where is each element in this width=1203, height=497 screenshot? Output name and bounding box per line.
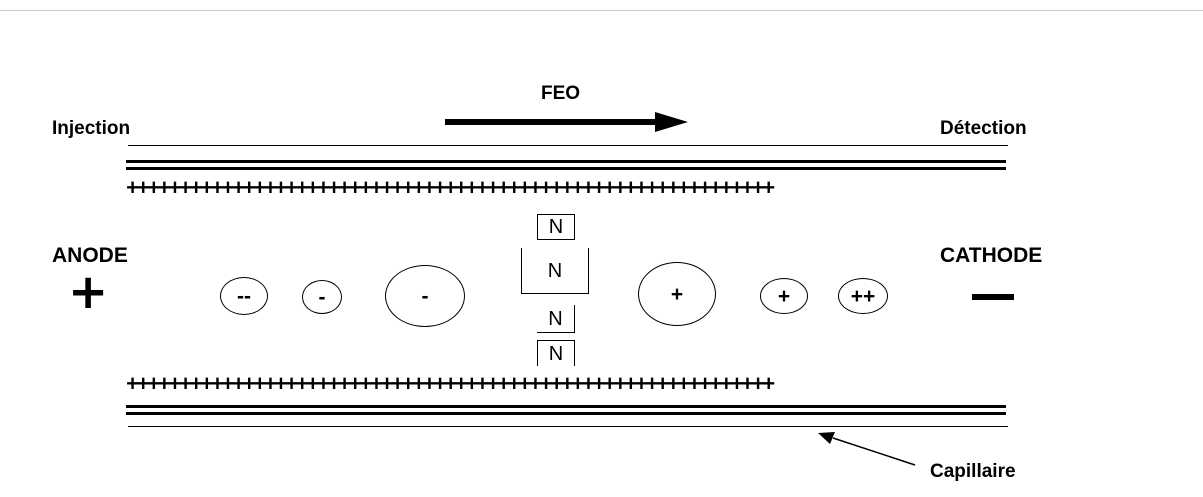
capillary-top-outer-line [128, 145, 1008, 146]
neutral-box-bottom: N [537, 340, 575, 366]
capillaire-pointer-line [833, 438, 915, 465]
wall-top-negative-charges [126, 160, 1006, 163]
anion-double-negative: -- [220, 277, 268, 315]
cathode-label: CATHODE [940, 245, 1042, 266]
anion-single-negative-large: - [385, 265, 465, 327]
capillaire-label: Capillaire [930, 462, 1016, 481]
anode-plus-sign: + [68, 268, 108, 316]
wall-top-positive-charges: ++++++++++++++++++++++++++++++++++++++++… [126, 180, 1006, 200]
cation-double-positive: ++ [838, 278, 888, 314]
wall-top-negative-charges-2 [126, 167, 1006, 170]
injection-label: Injection [52, 119, 130, 138]
wall-bottom-positive-charges: ++++++++++++++++++++++++++++++++++++++++… [126, 376, 1006, 396]
feo-arrow-head [655, 112, 688, 132]
detection-label: Détection [940, 119, 1027, 138]
anode-label: ANODE [52, 245, 128, 266]
neutral-box-top: N [537, 214, 575, 240]
cation-single-positive-large: + [638, 262, 716, 326]
cathode-minus-sign [972, 294, 1014, 300]
neutral-box-center: N [521, 248, 589, 294]
cation-single-positive-small: + [760, 278, 808, 314]
feo-label: FEO [541, 84, 580, 103]
wall-bottom-negative-charges [126, 405, 1006, 408]
wall-bottom-negative-charges-2 [126, 412, 1006, 415]
capillary-bottom-outer-line [128, 426, 1008, 427]
neutral-box-lower: N [537, 305, 575, 333]
capillaire-pointer-head [818, 432, 835, 444]
anion-single-negative-small: - [302, 280, 342, 314]
